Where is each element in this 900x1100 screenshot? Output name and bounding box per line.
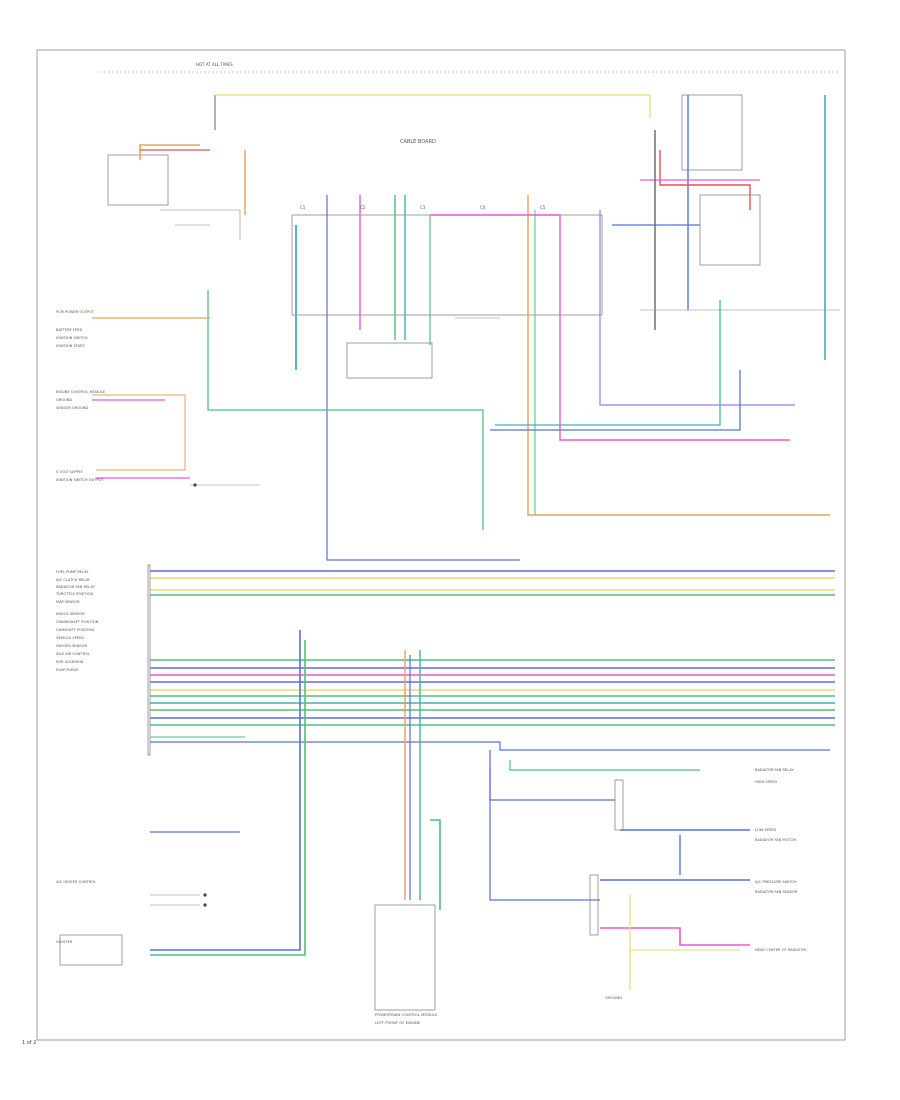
wire-blue-fan-1 — [489, 750, 615, 801]
left-label-23: CLUSTER — [56, 940, 73, 944]
wire-violet-right — [599, 210, 795, 406]
cluster-box — [59, 934, 123, 966]
left-label-0: PCM POWER OUTPUT — [56, 310, 95, 314]
left-label-10: A/C CLUTCH RELAY — [56, 578, 90, 582]
wire-blue-fan-4 — [489, 770, 600, 901]
left-label-3: IGNITION START — [56, 344, 85, 348]
relay-box-right-2 — [699, 194, 761, 266]
pcm-connector-box — [374, 904, 436, 1011]
wire-magenta-right — [430, 214, 790, 441]
right-label-3: RADIATOR FAN MOTOR — [755, 838, 796, 842]
wire-green-fan — [509, 760, 700, 771]
connector-label-1: C2 — [360, 205, 366, 210]
bottom-label-location: LEFT FRONT OF ENGINE — [375, 1020, 421, 1025]
left-label-20: EGR SOLENOID — [56, 660, 84, 664]
left-label-4: ENGINE CONTROL MODULE — [56, 390, 106, 394]
relay-box-right-1 — [681, 94, 743, 171]
wire-orange-right — [527, 195, 830, 516]
fan-relay-box-2 — [614, 779, 624, 831]
left-label-15: CRANKSHAFT POSITION — [56, 620, 99, 624]
connector-label-0: C1 — [300, 205, 306, 210]
connector-box-center — [346, 342, 433, 379]
left-label-9: FUEL PUMP RELAY — [56, 570, 89, 574]
left-label-1: BATTERY FEED — [56, 328, 83, 332]
diagram-border — [36, 49, 846, 1041]
wire-magenta-fan — [600, 927, 750, 946]
wire-blue-drop — [150, 630, 301, 951]
right-label-5: RADIATOR FAN SENSOR — [755, 890, 798, 894]
wire-teal-long — [495, 300, 721, 426]
left-label-18: OXYGEN SENSOR — [56, 644, 87, 648]
bottom-label-pcm: POWERTRAIN CONTROL MODULE — [375, 1012, 438, 1017]
fuse-label: HOT AT ALL TIMES — [196, 62, 233, 67]
thin-relay — [160, 209, 241, 240]
left-label-11: RADIATOR FAN RELAY — [56, 585, 95, 589]
harness-left-bar — [147, 564, 151, 756]
right-label-6: NEAR CENTER OF RADIATOR — [755, 948, 807, 952]
left-label-8: IGNITION SWITCH OUTPUT — [56, 478, 104, 482]
left-label-19: IDLE AIR CONTROL — [56, 652, 90, 656]
right-label-4: A/C PRESSURE SWITCH — [755, 880, 797, 884]
wire-blue-harness-end — [150, 741, 830, 751]
right-label-0: RADIATOR FAN RELAY — [755, 768, 794, 772]
connector-label-2: C3 — [420, 205, 426, 210]
wire-green-loop — [207, 290, 484, 530]
wire-green-drop — [150, 640, 306, 956]
wire-green-drop-2 — [430, 819, 441, 910]
left-label-13: MAP SENSOR — [56, 600, 80, 604]
relay-box-left — [107, 154, 169, 206]
wire-red-relay — [659, 150, 751, 210]
connector-label-4: C5 — [540, 205, 546, 210]
splice-dot-sensor — [193, 483, 197, 487]
left-label-2: IGNITION SWITCH — [56, 336, 88, 340]
left-label-16: CAMSHAFT POSITION — [56, 628, 94, 632]
left-label-14: KNOCK SENSOR — [56, 612, 85, 616]
left-label-22: A/C HEATER CONTROL — [56, 880, 97, 884]
section-heading: CABLE BOARD — [400, 139, 436, 145]
left-label-17: VEHICLE SPEED — [56, 636, 85, 640]
left-label-7: 5 VOLT SUPPLY — [56, 470, 83, 474]
wire-yellow-top — [215, 94, 651, 118]
page-number: 1 of 2 — [22, 1040, 37, 1046]
left-label-6: SENSOR GROUND — [56, 406, 89, 410]
wire-blue-center — [326, 195, 520, 561]
right-label-2: LOW SPEED — [755, 828, 777, 832]
wire-orange-sensor — [92, 394, 186, 471]
wire-blue-long — [490, 370, 741, 431]
cable-board-box — [291, 214, 603, 316]
splice-dot-heater-2 — [203, 903, 207, 907]
left-label-12: THROTTLE POSITION — [56, 592, 94, 596]
fan-relay-box — [589, 874, 599, 936]
wire-orange-top — [139, 144, 200, 160]
splice-dot-heater-1 — [203, 893, 207, 897]
connector-label-3: C4 — [480, 205, 486, 210]
left-label-5: GROUND — [56, 398, 73, 402]
left-label-21: EVAP PURGE — [56, 668, 79, 672]
bottom-label-ground: GROUND — [605, 995, 623, 1000]
right-label-1: HIGH SPEED — [755, 780, 778, 784]
